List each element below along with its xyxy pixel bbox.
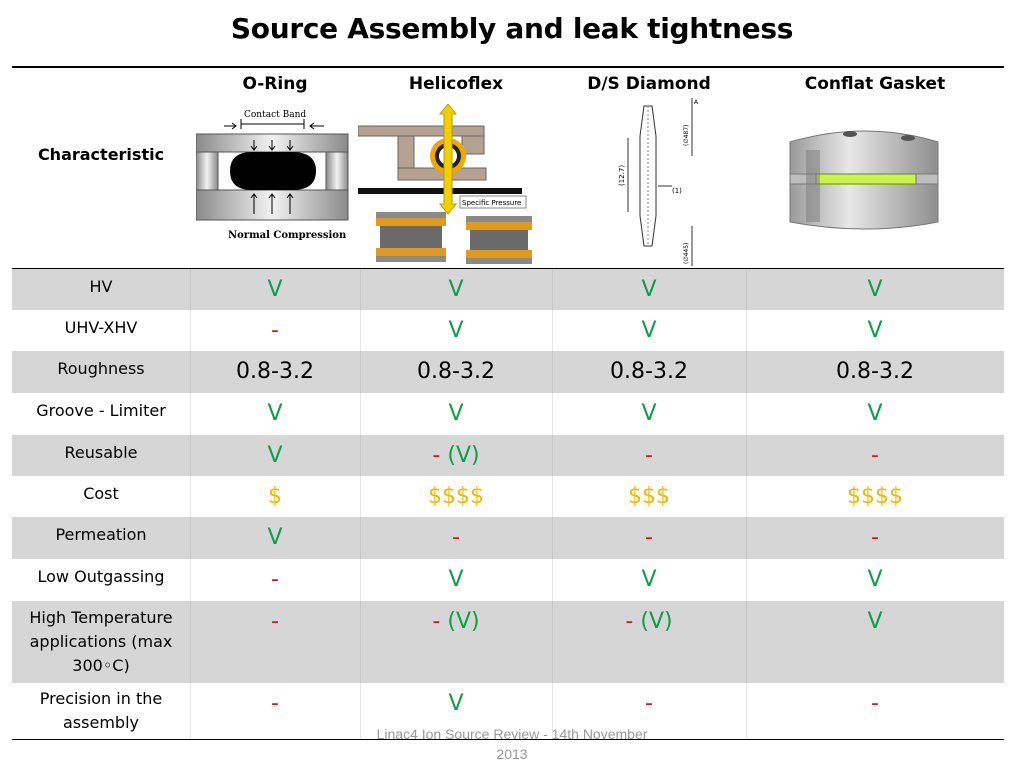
row-cell: - (V) [360, 609, 552, 634]
row-cell: $ [268, 484, 282, 509]
row-cell: - [271, 691, 279, 716]
row-cell: 0.8-3.2 [836, 359, 914, 384]
check-mark: (V) [640, 609, 673, 634]
dash-mark: - [625, 609, 634, 634]
row-cell: V [867, 318, 883, 343]
column-header-oring: O-Ring [242, 74, 308, 94]
characteristic-header: Characteristic [37, 145, 165, 164]
diamond-diagram-image: (12.7) (1) (∅487) (∅445) A [618, 98, 699, 266]
table-row: Roughness 0.8-3.2 0.8-3.2 0.8-3.2 0.8-3.… [12, 351, 1004, 393]
row-label: Low Outgassing [37, 567, 165, 586]
diamond-dim-1: (1) [672, 187, 682, 195]
normal-compression-label: Normal Compression [228, 230, 347, 241]
row-label: UHV-XHV [64, 318, 138, 337]
contact-band-label: Contact Band [244, 110, 306, 120]
table-bottom-rule [12, 739, 1004, 740]
row-cell: V [867, 609, 883, 634]
row-cell: V [641, 567, 657, 592]
row-cell: $$$$ [428, 484, 484, 509]
dash-mark: - [432, 443, 441, 468]
diamond-dim-445: (∅445) [683, 243, 690, 264]
row-cell: 0.8-3.2 [417, 359, 495, 384]
row-cell: V [867, 401, 883, 426]
table-row: UHV-XHV - V V V [12, 310, 1004, 351]
row-cell: V [267, 401, 283, 426]
row-cell: - [871, 691, 879, 716]
conflat-diagram-image [789, 130, 939, 230]
row-cell: V [267, 277, 283, 302]
row-cell: V [641, 318, 657, 343]
table-row: Cost $ $$$$ $$$ $$$$ [12, 476, 1004, 517]
table-row: Permeation V - - - [12, 517, 1004, 559]
header-bottom-rule [12, 268, 1004, 269]
specific-pressure-label: Specific Pressure [462, 199, 521, 207]
helicoflex-spring-right [466, 216, 532, 264]
row-cell: - (V) [360, 443, 552, 468]
row-label: Reusable [64, 443, 138, 462]
table-row: HV V V V V [12, 269, 1004, 310]
row-cell: $$$$ [847, 484, 903, 509]
row-cell: 0.8-3.2 [610, 359, 688, 384]
row-cell: $$$ [628, 484, 670, 509]
row-cell: V [867, 277, 883, 302]
table-top-rule [12, 66, 1004, 68]
row-label: Precision in the assembly [39, 689, 163, 732]
diamond-dim-a: A [694, 99, 699, 106]
oring-diagram-image: Contact Band Normal Compression [196, 110, 349, 241]
row-cell: - [645, 691, 653, 716]
row-cell: 0.8-3.2 [236, 359, 314, 384]
check-mark: (V) [447, 609, 480, 634]
slide-footer: Linac4 Ion Source Review - 14th November… [376, 726, 648, 762]
row-cell: - [871, 525, 879, 550]
row-cell: - [645, 525, 653, 550]
row-cell: V [267, 443, 283, 468]
row-label: Groove - Limiter [36, 401, 166, 420]
row-cell: - [645, 443, 653, 468]
table-row: Reusable V - (V) - - [12, 435, 1004, 476]
row-cell: V [448, 401, 464, 426]
column-divider [360, 269, 361, 739]
column-header-conflat: Conflat Gasket [804, 74, 946, 94]
slide-title: Source Assembly and leak tightness [230, 12, 794, 45]
row-cell: V [641, 401, 657, 426]
row-cell: V [267, 525, 283, 550]
table-row: Precision in the assembly - V - - [12, 683, 1004, 739]
table-row: Groove - Limiter V V V V [12, 393, 1004, 435]
row-cell: - [271, 318, 279, 343]
row-cell: V [641, 277, 657, 302]
row-cell: V [448, 567, 464, 592]
row-cell: V [867, 567, 883, 592]
diamond-dim-487: (∅487) [683, 125, 690, 146]
row-cell: - [871, 443, 879, 468]
column-divider [552, 269, 553, 739]
row-label: High Temperature applications (max 300◦C… [29, 608, 173, 675]
row-cell: V [448, 277, 464, 302]
column-divider [190, 269, 191, 739]
row-label: Permeation [55, 525, 147, 544]
column-divider [746, 269, 747, 739]
column-header-diamond: D/S Diamond [587, 74, 711, 94]
row-label: HV [89, 277, 113, 296]
column-header-helicoflex: Helicoflex [408, 74, 504, 94]
diamond-dim-12-7: (12.7) [618, 165, 626, 186]
row-cell: V [448, 691, 464, 716]
helicoflex-diagram-image: ompression Specific Pressure [358, 104, 532, 264]
table-row: Low Outgassing - V V V [12, 559, 1004, 601]
check-mark: (V) [447, 443, 480, 468]
row-cell: V [448, 318, 464, 343]
row-label: Cost [83, 484, 119, 503]
row-cell: - [271, 567, 279, 592]
row-cell: - [452, 525, 460, 550]
helicoflex-spring-left [376, 212, 446, 262]
table-row: High Temperature applications (max 300◦C… [12, 601, 1004, 683]
row-cell: - [271, 609, 279, 634]
row-label: Roughness [57, 359, 145, 378]
dash-mark: - [432, 609, 441, 634]
row-cell: - (V) [552, 609, 746, 634]
